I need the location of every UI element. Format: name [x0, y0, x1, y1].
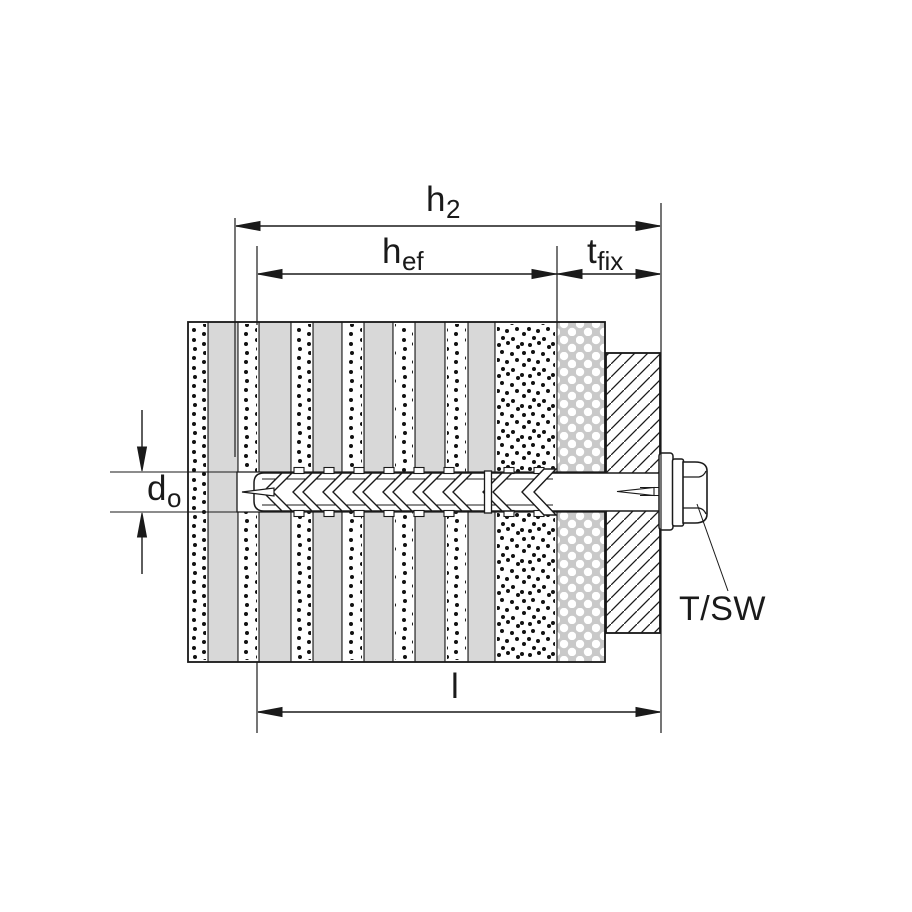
- dimensioning: [110, 203, 729, 733]
- sleeve-ring-band: [483, 470, 493, 514]
- screw-tip: [241, 487, 275, 497]
- brick-web-stripe: [207, 321, 239, 663]
- washer: [671, 458, 685, 527]
- label-tsw: T/SW: [679, 590, 766, 628]
- label-h2: h2: [426, 180, 461, 224]
- arrow-h2-right: [635, 220, 661, 232]
- arrow-tfix-left: [557, 268, 583, 280]
- arrow-h2-left: [235, 220, 261, 232]
- label-l: l: [451, 667, 460, 706]
- arrow-tfix-right: [635, 268, 661, 280]
- arrow-l-left: [257, 706, 283, 718]
- anchor-sleeve: [253, 472, 662, 512]
- ext-lines-d0: [110, 471, 237, 513]
- arrow-l-right: [635, 706, 661, 718]
- anchor-sleeve-tabs: [293, 466, 545, 518]
- hex-screw-head: [682, 461, 708, 524]
- leader-line-tsw: [696, 503, 729, 592]
- anchor-assembly: [241, 452, 708, 531]
- label-tfix: tfix: [587, 232, 624, 276]
- arrow-d0-bottom: [136, 512, 148, 538]
- label-hef: hef: [382, 232, 424, 276]
- arrow-d0-top: [136, 446, 148, 472]
- arrow-hef-left: [257, 268, 283, 280]
- arrow-hef-right: [531, 268, 557, 280]
- label-d0: do: [147, 469, 182, 513]
- hex-head-facets: [683, 470, 707, 515]
- screw-point-inner: [616, 486, 655, 497]
